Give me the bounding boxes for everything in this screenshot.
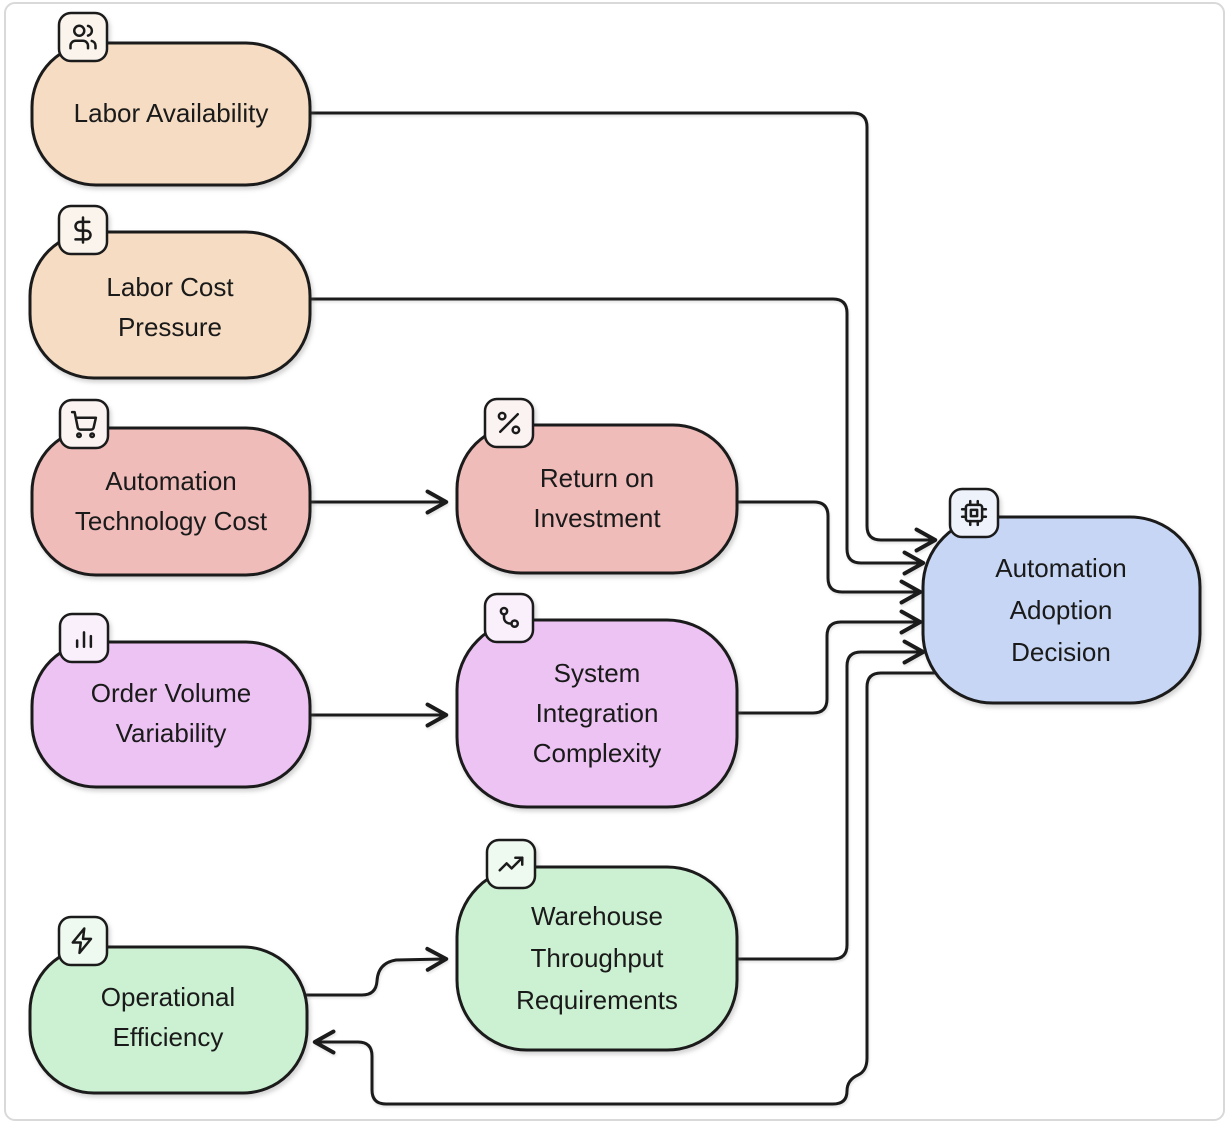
bar-chart-icon [75, 631, 93, 648]
edge-labor-cost-pressure-to-decision [306, 297, 926, 576]
canvas-border [4, 2, 1225, 1121]
node-labor-availability: Labor Availability [30, 11, 312, 187]
spline-icon [499, 606, 519, 628]
node-shape [455, 423, 739, 575]
icon-badge [948, 487, 1000, 539]
node-shape [30, 426, 312, 577]
node-shape [921, 515, 1202, 705]
node-label: Automation [105, 466, 237, 496]
node-label: Technology Cost [75, 506, 268, 536]
edge-integration-to-decision [733, 609, 923, 715]
node-label: System [554, 658, 641, 688]
node-shape [28, 945, 309, 1095]
node-label: Labor Cost [106, 272, 234, 302]
node-label: Return on [540, 463, 654, 493]
trending-up-icon [498, 856, 524, 872]
node-label: Throughput [531, 943, 665, 973]
edge-efficiency-to-throughput [303, 946, 449, 997]
node-shape [30, 41, 312, 187]
cpu-icon [960, 499, 988, 527]
node-shape [455, 865, 739, 1052]
node-label: Pressure [118, 312, 222, 342]
node-label: Operational [101, 982, 235, 1012]
node-label: Investment [533, 503, 661, 533]
shopping-cart-icon [70, 410, 98, 439]
node-label: Warehouse [531, 901, 663, 931]
node-label: Integration [536, 698, 659, 728]
node-label: Efficiency [113, 1022, 224, 1052]
icon-badge [58, 398, 110, 450]
node-shape [28, 230, 312, 380]
node-label: Adoption [1010, 595, 1113, 625]
node-warehouse-throughput-requirements: Warehouse Throughput Requirements [455, 838, 739, 1052]
icon-badge [57, 11, 109, 63]
node-shape [455, 618, 739, 809]
node-system-integration-complexity: System Integration Complexity [455, 592, 739, 809]
icon-badge [483, 592, 535, 644]
node-operational-efficiency: Operational Efficiency [28, 915, 309, 1095]
percent-icon [497, 411, 521, 435]
dollar-icon [74, 216, 92, 244]
node-label: Complexity [533, 738, 662, 768]
node-return-on-investment: Return on Investment [455, 397, 739, 575]
node-label: Decision [1011, 637, 1111, 667]
node-label: Requirements [516, 985, 678, 1015]
users-icon [69, 24, 97, 50]
node-label: Labor Availability [74, 98, 269, 128]
node-label: Variability [116, 718, 227, 748]
icon-badge [57, 915, 109, 967]
node-automation-adoption-decision: Automation Adoption Decision [921, 487, 1202, 705]
node-automation-technology-cost: Automation Technology Cost [30, 398, 312, 577]
zap-icon [71, 927, 93, 955]
edge-throughput-to-decision [733, 639, 926, 961]
node-order-volume-variability: Order Volume Variability [30, 612, 312, 789]
edge-roi-to-decision [733, 500, 923, 605]
icon-badge [485, 838, 537, 890]
edge-labor-availability-to-decision [306, 111, 938, 553]
node-labor-cost-pressure: Labor Cost Pressure [28, 204, 312, 380]
edge-decision-to-efficiency-feedback [312, 671, 936, 1106]
edges-layer [303, 111, 938, 1106]
node-label: Automation [995, 553, 1127, 583]
node-shape [30, 640, 312, 789]
node-label: Order Volume [91, 678, 251, 708]
